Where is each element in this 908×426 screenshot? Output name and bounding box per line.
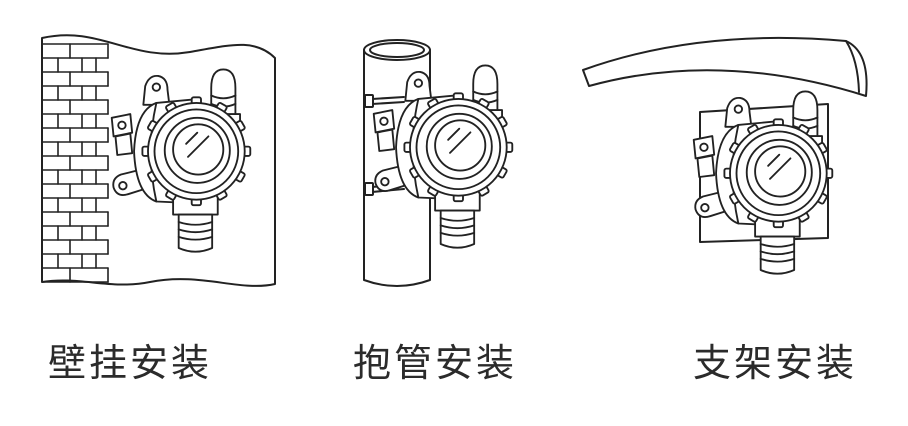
canopy-bracket: [582, 36, 868, 97]
wall-mount-illustration: [41, 34, 276, 287]
brick-wall: [42, 43, 109, 283]
bracket-mount-label: 支架安装: [692, 341, 857, 385]
canopy-edge: [845, 40, 860, 93]
pipe-mount-label: 抱管安装: [352, 341, 517, 385]
bolt-nut-upper: [364, 94, 374, 108]
wall-mount-label: 壁挂安装: [47, 341, 212, 385]
pipe-mount-illustration: [363, 39, 512, 287]
bolt-nut-lower: [364, 182, 374, 196]
u-bolt-upper: [371, 96, 405, 105]
bracket-mount-illustration: [582, 36, 868, 274]
pipe-opening: [369, 42, 425, 58]
